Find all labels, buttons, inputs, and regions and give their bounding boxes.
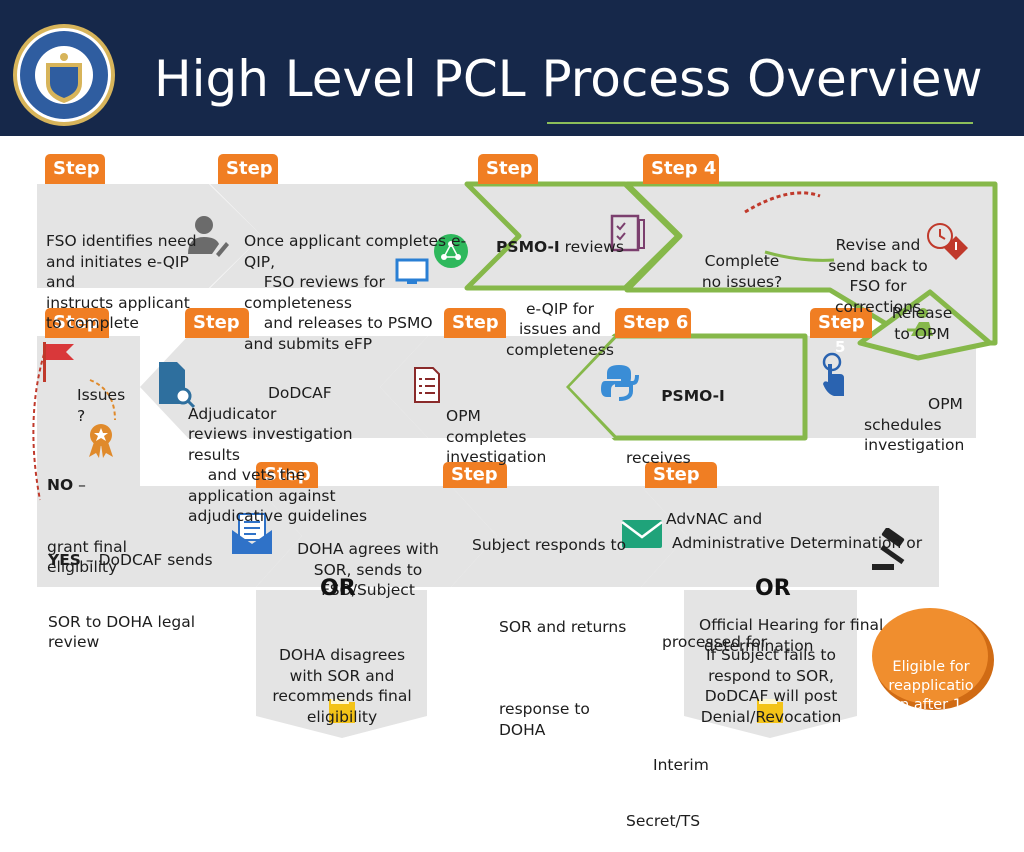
dss-seal-icon — [13, 24, 115, 126]
title-divider — [547, 122, 973, 124]
step6-box — [563, 333, 808, 441]
flag-icon — [43, 342, 74, 382]
doha-disagrees-box — [256, 590, 427, 738]
eligible-badge — [872, 608, 988, 704]
flow-diagram — [32, 181, 998, 738]
step1-box — [37, 184, 262, 288]
step4-tab: Step 4 — [643, 154, 719, 184]
award-ribbon-icon — [89, 424, 113, 458]
step2-text: Once applicant completes e-QIP, FSO revi… — [244, 232, 467, 353]
python-logo-icon — [601, 365, 639, 401]
user-edit-icon — [188, 216, 229, 257]
step1-tab: Step — [45, 154, 105, 184]
page-title: High Level PCL Process Overview — [154, 50, 983, 108]
step11-tab: Step — [443, 462, 507, 488]
checklist-icon — [610, 214, 645, 252]
step7-box — [380, 336, 614, 438]
revise-arrow — [744, 191, 821, 214]
folder-icon — [329, 699, 355, 723]
step3-tab: Step — [478, 154, 538, 184]
document-list-icon — [414, 367, 440, 403]
monitor-icon — [395, 258, 429, 284]
step7-tab: Step — [444, 308, 506, 338]
issues-connector — [32, 353, 45, 501]
step5-tab: Step — [810, 308, 872, 338]
step5-box — [805, 336, 976, 438]
folder-icon — [757, 699, 783, 723]
step8-box — [140, 336, 428, 438]
subject-fails-box — [684, 590, 857, 738]
step9-issues-text: Issues? — [77, 386, 126, 425]
handoff-icon — [907, 308, 933, 336]
step11-text: Subject responds to SOR and returns resp… — [472, 536, 627, 739]
step10-box — [256, 486, 497, 587]
step9-box — [37, 336, 140, 486]
network-icon — [434, 234, 468, 268]
or-label-right: OR — [755, 576, 791, 601]
envelope-open-icon — [232, 513, 272, 554]
step6-tab: Step 6 — [615, 308, 691, 338]
step9-yes-box — [37, 486, 302, 587]
clock-alert-icon — [927, 223, 968, 260]
step4-box — [624, 181, 998, 346]
step12-text: Administrative Determination or Official… — [672, 534, 923, 655]
touch-icon — [822, 352, 844, 396]
header-bar — [0, 0, 1024, 136]
release-arrow — [764, 250, 835, 262]
envelope-icon — [621, 520, 663, 548]
document-search-icon — [159, 362, 195, 408]
step10-tab: Step — [256, 462, 318, 488]
step8-tab: Step — [185, 308, 249, 338]
or-label-left: OR — [320, 576, 356, 601]
no-connector — [89, 379, 116, 421]
step9-tab: Step — [45, 308, 109, 338]
step2-tab: Step — [218, 154, 278, 184]
gavel-icon — [872, 528, 905, 570]
step5-tab-number: 5 — [835, 338, 846, 356]
step12-tab: Step — [645, 462, 717, 488]
step11-box — [451, 486, 687, 587]
step12-box — [641, 486, 939, 587]
